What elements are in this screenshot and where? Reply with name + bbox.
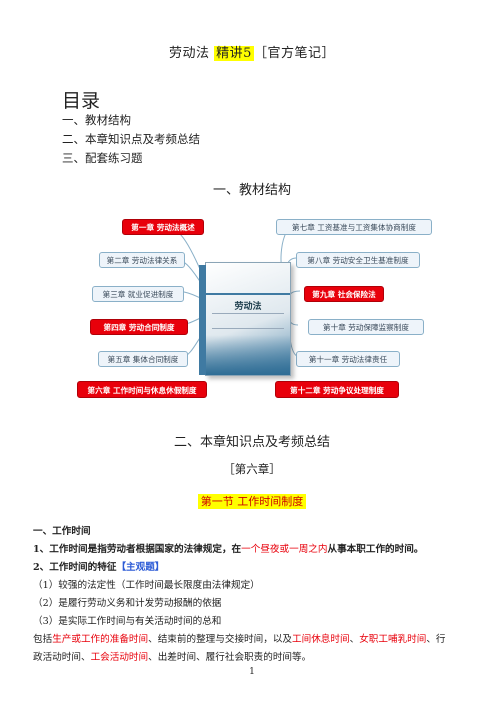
title-highlight: 精讲5 (214, 46, 254, 61)
chapter-11-node: 第十一章 劳动法律责任 (296, 351, 400, 367)
includes-line-2: 政活动时间、工会活动时间、出差时间、履行社会职责的时间等。 (33, 652, 312, 663)
chapter-5-node: 第五章 集体合同制度 (98, 351, 188, 367)
textbook-structure-mindmap: 第一章 劳动法概述 第二章 劳动法律关系 第三章 就业促进制度 第四章 劳动合同… (78, 203, 438, 376)
chapter-9-node: 第九章 社会保险法 (304, 286, 384, 302)
document-title: 劳动法 精讲5［官方笔记］ (0, 42, 504, 61)
chapter-1-node: 第一章 劳动法概述 (122, 219, 204, 235)
feature-3: （3）是实际工作时间与有关活动时间的总和 (33, 616, 222, 627)
page-number: 1 (249, 667, 255, 677)
chapter-4-node: 第四章 劳动合同制度 (90, 319, 188, 335)
chapter-10-node: 第十章 劳动保障监察制度 (308, 319, 424, 335)
title-suffix: ［官方笔记］ (253, 46, 335, 61)
chapter-8-node: 第八章 劳动安全卫生基准制度 (296, 252, 420, 268)
textbook-cover-image: 劳动法 (199, 262, 291, 376)
chapter-2-node: 第二章 劳动法律关系 (99, 252, 185, 268)
subsection-title: 第一节 工作时间制度 (0, 493, 504, 509)
title-prefix: 劳动法 (169, 46, 210, 61)
book-title: 劳动法 (234, 302, 262, 312)
heading-features: 2、工作时间的特征【主观题】 (33, 562, 165, 573)
chapter-7-node: 第七章 工资基准与工资集体协商制度 (276, 219, 432, 235)
includes-line-1: 包括生产或工作的准备时间、结束前的整理与交接时间，以及工间休息时间、女职工哺乳时… (33, 634, 446, 645)
toc-item: 二、本章知识点及考频总结 (62, 132, 200, 146)
heading-work-time: 一、工作时间 (33, 526, 91, 537)
subjective-question-tag: 【主观题】 (116, 562, 165, 573)
chapter-6-node: 第六章 工作时间与休息休假制度 (77, 381, 207, 398)
chapter-3-node: 第三章 就业促进制度 (92, 286, 184, 302)
summary-heading: 二、本章知识点及考频总结 (173, 435, 330, 450)
feature-1: （1）较强的法定性（工作时间最长限度由法律规定） (33, 580, 260, 591)
toc-item: 三、配套练习题 (62, 151, 143, 165)
toc-heading: 目录 (62, 90, 101, 112)
toc-item: 一、教材结构 (62, 113, 131, 127)
feature-2: （2）是履行劳动义务和计发劳动报酬的依据 (33, 598, 222, 609)
chapter-label: ［第六章］ (223, 462, 281, 476)
paragraph-definition: 1、工作时间是指劳动者根据国家的法律规定，在一个昼夜或一周之内从事本职工作的时间… (33, 544, 424, 555)
chapter-12-node: 第十二章 劳动争议处理制度 (275, 381, 399, 398)
subsection-title-text: 第一节 工作时间制度 (197, 494, 307, 509)
structure-heading: 一、教材结构 (212, 183, 291, 198)
